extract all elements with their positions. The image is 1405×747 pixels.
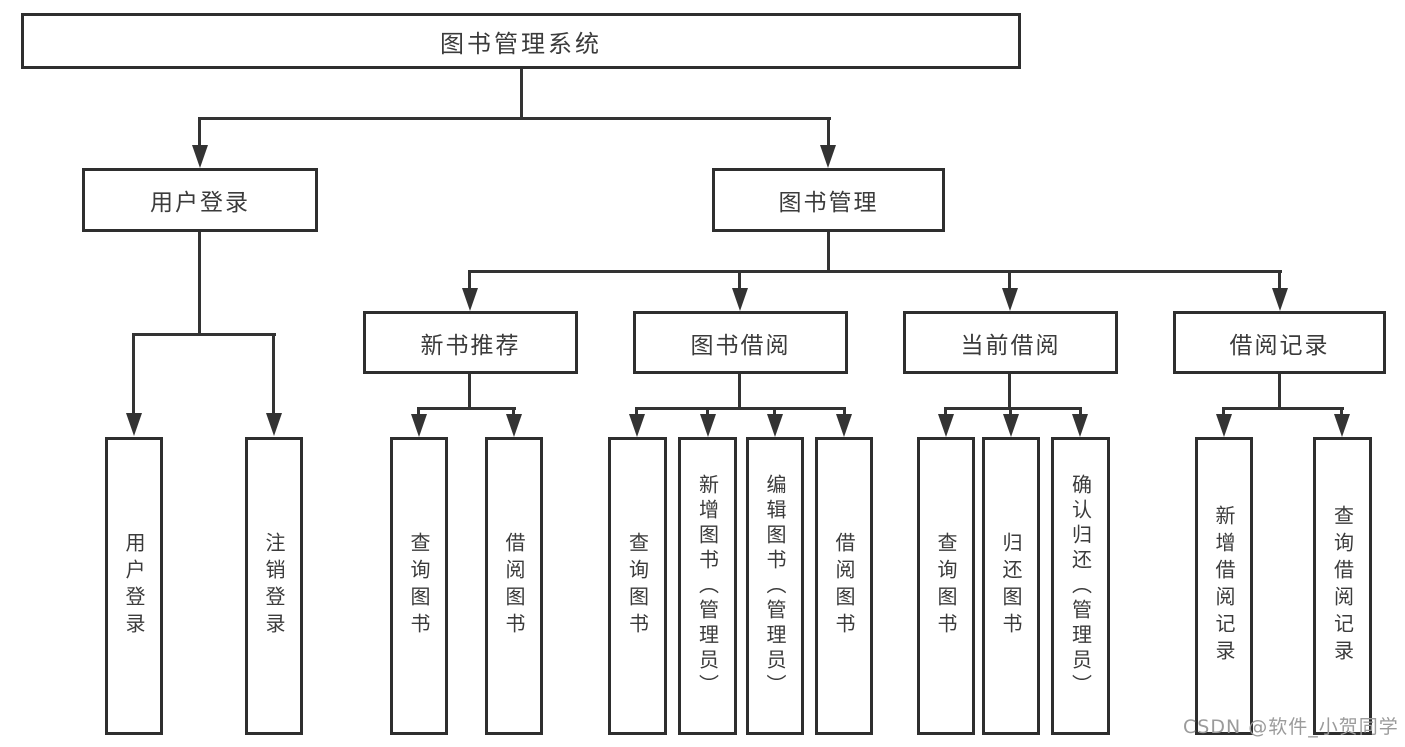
connector-stem-leaf-logout	[272, 333, 275, 415]
arrow-to-br-add	[1216, 414, 1232, 437]
connector-current-borrow-branch	[944, 407, 1082, 410]
node-new-book: 新书推荐	[363, 311, 578, 374]
connector-root-vstub	[520, 69, 523, 119]
arrow-to-book-borrow	[732, 288, 748, 311]
leaf-br-query-record: 查询借阅记录	[1313, 437, 1372, 735]
leaf-nb-borrow-books-label: 借阅图书	[502, 532, 526, 640]
node-borrow-record: 借阅记录	[1173, 311, 1386, 374]
connector-borrow-record-branch	[1222, 407, 1344, 410]
connector-stem-nb-query	[417, 407, 420, 417]
connector-root-branch	[199, 117, 831, 120]
node-current-borrow-label: 当前借阅	[960, 332, 1061, 359]
connector-new-book-vstub	[468, 374, 471, 410]
connector-stem-leaf-login	[132, 333, 135, 415]
leaf-cb-return-books-label: 归还图书	[999, 532, 1023, 640]
connector-book-borrow-branch	[635, 407, 846, 410]
leaf-bb-add-books-admin-label: 新增图书（管理员）	[695, 473, 720, 699]
leaf-nb-query-books-label: 查询图书	[407, 532, 431, 640]
arrow-to-bb-add	[700, 414, 716, 437]
connector-stem-br-add	[1222, 407, 1225, 417]
node-book-mgmt-label: 图书管理	[778, 190, 879, 216]
connector-book-mgmt-branch	[469, 270, 1282, 273]
arrow-to-bb-borrow	[836, 414, 852, 437]
connector-stem-br-query	[1340, 407, 1343, 417]
node-book-mgmt: 图书管理	[712, 168, 945, 232]
arrow-to-cb-query	[938, 414, 954, 437]
watermark: CSDN @软件_小贺同学	[1183, 716, 1399, 738]
connector-borrow-record-vstub	[1278, 374, 1281, 410]
leaf-bb-edit-books-admin: 编辑图书（管理员）	[746, 437, 804, 735]
connector-stem-user-login	[198, 117, 201, 147]
leaf-br-add-record: 新增借阅记录	[1195, 437, 1253, 735]
connector-stem-cb-query	[944, 407, 947, 417]
connector-stem-book-borrow	[738, 270, 741, 291]
leaf-bb-borrow-books: 借阅图书	[815, 437, 873, 735]
connector-stem-bb-add	[706, 407, 709, 417]
arrow-to-br-query	[1334, 414, 1350, 437]
arrow-to-leaf-login	[126, 413, 142, 436]
arrow-to-book-mgmt	[820, 145, 836, 168]
connector-stem-nb-borrow	[512, 407, 515, 417]
arrow-to-nb-borrow	[506, 414, 522, 437]
arrow-to-current-borrow	[1002, 288, 1018, 311]
connector-stem-new-book	[468, 270, 471, 291]
leaf-br-add-record-label: 新增借阅记录	[1212, 505, 1236, 667]
leaf-bb-query-books-label: 查询图书	[625, 532, 650, 640]
leaf-user-login: 用户登录	[105, 437, 163, 735]
node-root-label: 图书管理系统	[440, 29, 602, 58]
connector-book-borrow-vstub	[738, 374, 741, 410]
connector-stem-bb-query	[635, 407, 638, 417]
arrow-to-cb-confirm	[1072, 414, 1088, 437]
connector-book-mgmt-vstub	[827, 232, 830, 273]
leaf-br-query-record-label: 查询借阅记录	[1330, 505, 1355, 667]
connector-stem-cb-confirm	[1079, 407, 1082, 417]
node-new-book-label: 新书推荐	[420, 332, 521, 359]
connector-stem-bb-borrow	[843, 407, 846, 417]
leaf-cb-return-books: 归还图书	[982, 437, 1040, 735]
node-book-borrow-label: 图书借阅	[690, 332, 791, 359]
leaf-logout-label: 注销登录	[262, 532, 286, 640]
arrow-to-user-login	[192, 145, 208, 168]
arrow-to-cb-return	[1003, 414, 1019, 437]
leaf-nb-query-books: 查询图书	[390, 437, 448, 735]
connector-user-login-branch	[133, 333, 276, 336]
arrow-to-new-book	[462, 288, 478, 311]
connector-stem-bb-edit	[773, 407, 776, 417]
arrow-to-leaf-logout	[266, 413, 282, 436]
arrow-to-borrow-record	[1272, 288, 1288, 311]
leaf-logout: 注销登录	[245, 437, 303, 735]
node-borrow-record-label: 借阅记录	[1229, 332, 1330, 359]
arrow-to-nb-query	[411, 414, 427, 437]
connector-stem-borrow-record	[1278, 270, 1281, 291]
connector-user-login-vstub	[198, 232, 201, 335]
leaf-cb-confirm-return-admin: 确认归还（管理员）	[1051, 437, 1110, 735]
leaf-cb-query-books: 查询图书	[917, 437, 975, 735]
arrow-to-bb-query	[629, 414, 645, 437]
leaf-cb-confirm-return-admin-label: 确认归还（管理员）	[1068, 473, 1093, 699]
leaf-cb-query-books-label: 查询图书	[934, 532, 958, 640]
connector-stem-cb-return	[1009, 407, 1012, 417]
connector-current-borrow-vstub	[1008, 374, 1011, 410]
leaf-bb-query-books: 查询图书	[608, 437, 667, 735]
leaf-user-login-label: 用户登录	[122, 532, 146, 640]
connector-stem-current-borrow	[1008, 270, 1011, 291]
node-root: 图书管理系统	[21, 13, 1021, 69]
arrow-to-bb-edit	[767, 414, 783, 437]
leaf-nb-borrow-books: 借阅图书	[485, 437, 543, 735]
connector-new-book-branch	[418, 407, 516, 410]
node-current-borrow: 当前借阅	[903, 311, 1118, 374]
connector-stem-book-mgmt	[827, 117, 830, 147]
node-user-login-label: 用户登录	[150, 190, 250, 216]
node-book-borrow: 图书借阅	[633, 311, 848, 374]
leaf-bb-edit-books-admin-label: 编辑图书（管理员）	[763, 473, 787, 699]
leaf-bb-borrow-books-label: 借阅图书	[832, 532, 856, 640]
node-user-login: 用户登录	[82, 168, 318, 232]
leaf-bb-add-books-admin: 新增图书（管理员）	[678, 437, 737, 735]
